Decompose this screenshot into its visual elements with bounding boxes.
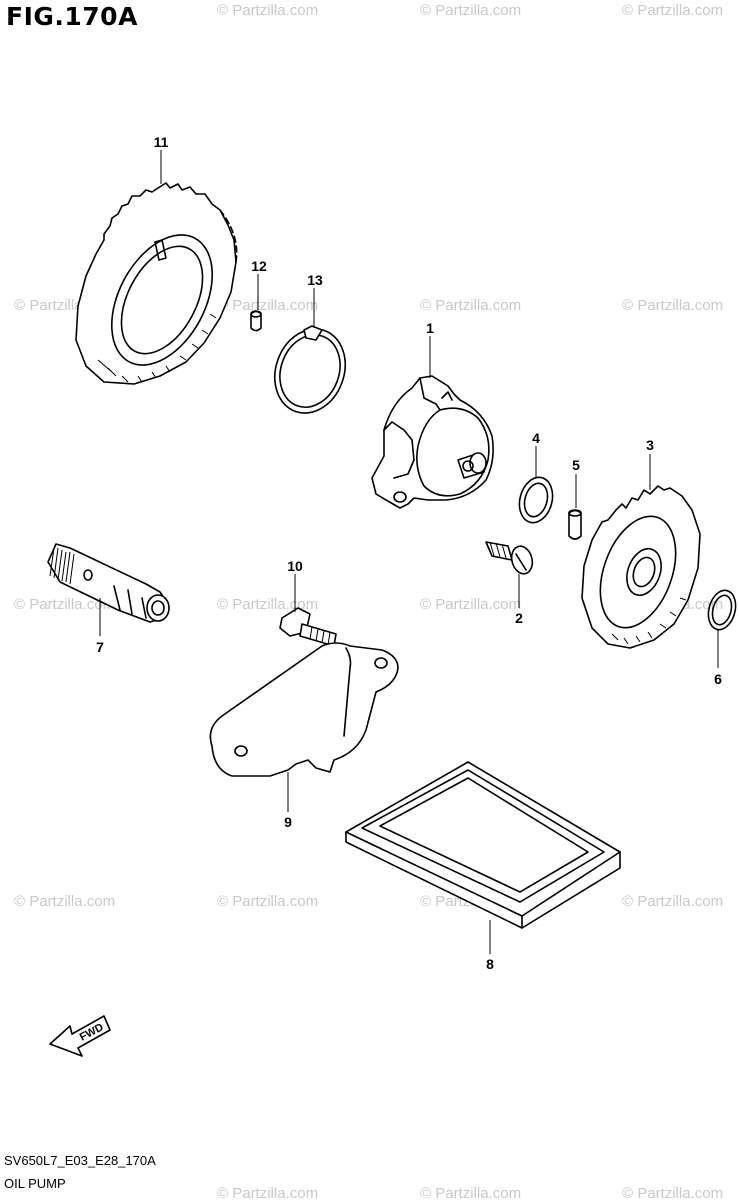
watermark: © Partzilla.com xyxy=(622,1185,724,1202)
watermark: © Partzilla.com xyxy=(622,2,724,19)
callout-6: 6 xyxy=(714,671,722,687)
watermark: © Partzilla.com xyxy=(217,596,319,613)
figure-code: SV650L7_E03_E28_170A xyxy=(4,1153,156,1168)
callout-5: 5 xyxy=(572,457,580,473)
leader-lines xyxy=(99,150,719,954)
driven-gear-part[interactable] xyxy=(581,485,701,649)
callout-7: 7 xyxy=(96,639,104,655)
pin-5-part[interactable] xyxy=(568,509,582,540)
watermark: © Partzilla.com xyxy=(217,893,319,910)
oil-pump-body-part[interactable] xyxy=(371,375,494,509)
circlip-6-part[interactable] xyxy=(704,587,739,632)
drive-gear-part[interactable] xyxy=(75,182,238,385)
figure-title: FIG.170A xyxy=(6,2,138,31)
watermark: © Partzilla.com xyxy=(622,297,724,314)
callout-11: 11 xyxy=(153,134,169,150)
watermark: © Partzilla.com xyxy=(217,297,319,314)
callout-2: 2 xyxy=(515,610,523,626)
fitting-part[interactable] xyxy=(47,543,170,623)
strainer-part[interactable] xyxy=(345,761,621,929)
figure-name: OIL PUMP xyxy=(4,1176,66,1191)
watermark: © Partzilla.com xyxy=(420,2,522,19)
watermark: © Partzilla.com xyxy=(14,596,116,613)
washer-part[interactable] xyxy=(515,474,558,527)
callout-12: 12 xyxy=(251,258,267,274)
pin-12-part[interactable] xyxy=(250,310,262,332)
callout-10: 10 xyxy=(287,558,303,574)
bolt-part[interactable] xyxy=(279,607,337,647)
callout-4: 4 xyxy=(532,430,540,446)
watermark: © Partzilla.com xyxy=(14,893,116,910)
watermark: © Partzilla.com xyxy=(217,2,319,19)
watermark: © Partzilla.com xyxy=(420,297,522,314)
watermark: © Partzilla.com xyxy=(420,596,522,613)
callout-9: 9 xyxy=(284,814,292,830)
callout-13: 13 xyxy=(307,272,323,288)
circlip-13-part[interactable] xyxy=(263,319,356,423)
watermark: © Partzilla.com xyxy=(420,1185,522,1202)
watermark: © Partzilla.com xyxy=(622,893,724,910)
callout-1: 1 xyxy=(426,320,434,336)
screw-part[interactable] xyxy=(485,541,535,576)
fwd-arrow-icon: FWD xyxy=(49,1015,111,1057)
watermark: © Partzilla.com xyxy=(217,1185,319,1202)
callout-8: 8 xyxy=(486,956,494,972)
bracket-plate-part[interactable] xyxy=(209,642,399,777)
callout-3: 3 xyxy=(646,437,654,453)
